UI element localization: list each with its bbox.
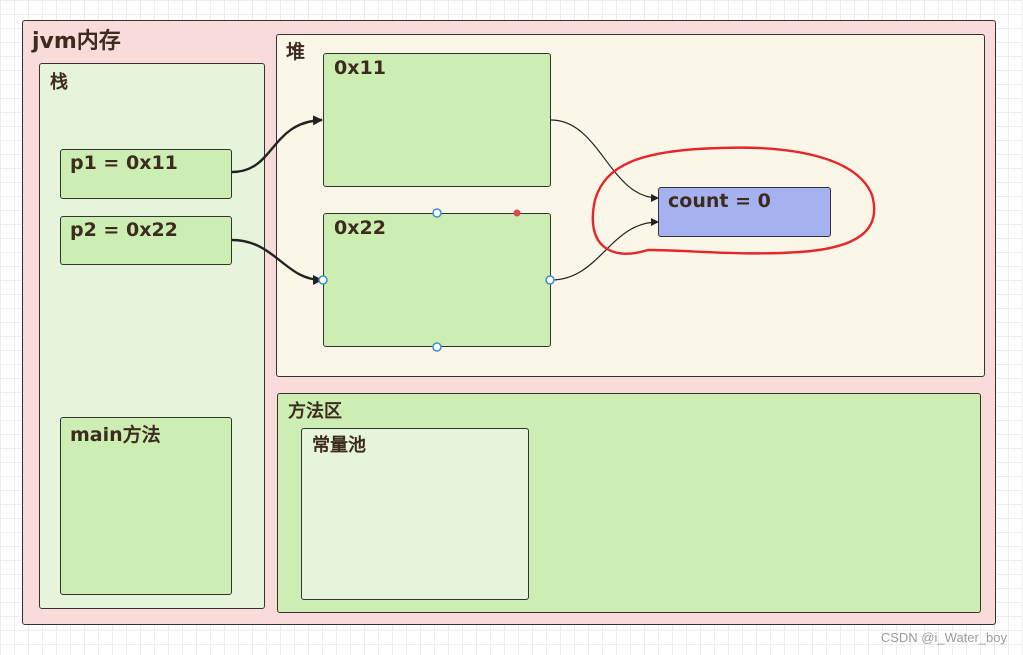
jvm-memory-title: jvm内存: [32, 29, 121, 54]
stack-var-p2[interactable]: p2 = 0x22: [60, 216, 232, 265]
constant-pool-label: 常量池: [312, 435, 366, 456]
stack-var-p1-label: p1 = 0x11: [70, 152, 178, 174]
method-area-title: 方法区: [288, 401, 342, 422]
constant-pool[interactable]: 常量池: [301, 428, 529, 600]
heap-object-0x11[interactable]: 0x11: [323, 53, 551, 187]
csdn-watermark: CSDN @i_Water_boy: [880, 630, 1007, 645]
heap-object-0x22[interactable]: 0x22: [323, 213, 551, 347]
count-field-node[interactable]: count = 0: [658, 187, 831, 237]
heap-object-0x11-label: 0x11: [334, 57, 386, 79]
stack-title: 栈: [50, 72, 68, 93]
stack-var-p2-label: p2 = 0x22: [70, 219, 178, 241]
main-method-label: main方法: [70, 424, 161, 446]
heap-title: 堆: [286, 41, 306, 63]
heap-object-0x22-label: 0x22: [334, 217, 386, 239]
stack-var-p1[interactable]: p1 = 0x11: [60, 149, 232, 199]
count-field-label: count = 0: [668, 190, 771, 212]
main-method-frame[interactable]: main方法: [60, 417, 232, 595]
